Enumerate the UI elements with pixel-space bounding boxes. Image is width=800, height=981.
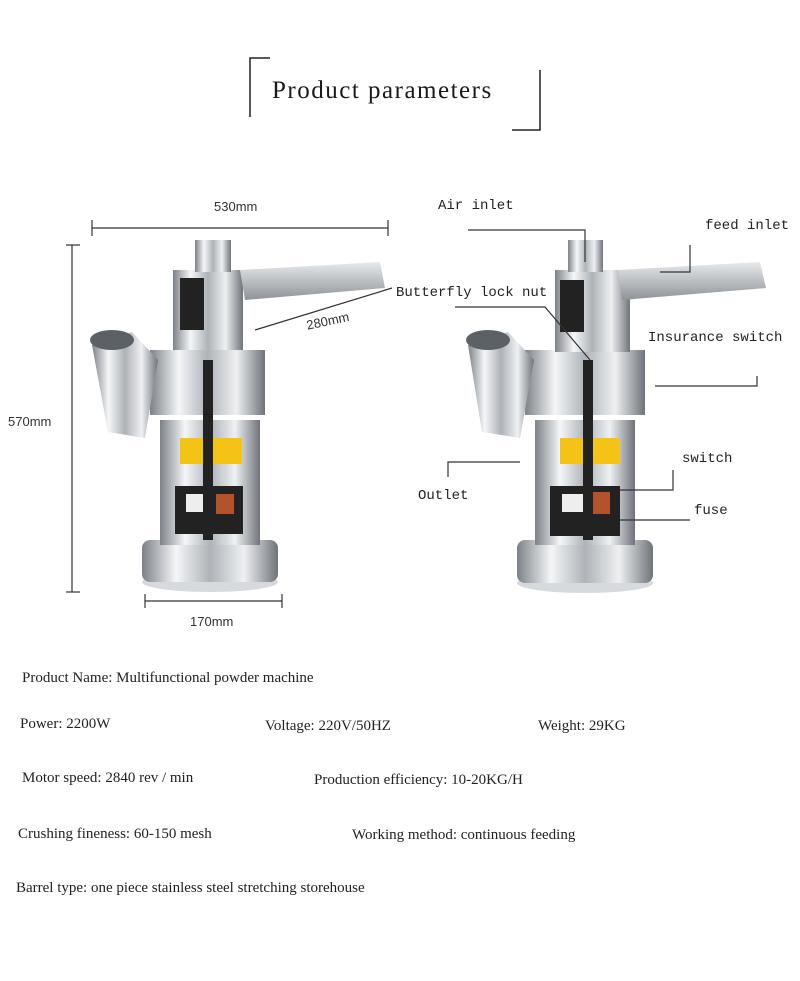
callout-outlet: Outlet: [418, 488, 469, 504]
width-dimension-line: [91, 220, 389, 236]
page-title: Product parameters: [272, 77, 493, 104]
spec-motor-speed: Motor speed: 2840 rev / min: [22, 770, 194, 786]
spec-power: Power: 2200W: [20, 716, 111, 732]
spec-fineness: Crushing fineness: 60-150 mesh: [18, 826, 212, 842]
callout-feed-inlet: feed inlet: [705, 218, 790, 234]
width-dimension-label: 530mm: [214, 199, 258, 214]
height-dimension-line: [66, 244, 80, 593]
base-dimension-label: 170mm: [190, 614, 234, 629]
callout-fuse: fuse: [694, 503, 728, 519]
callout-leaders: [447, 229, 758, 521]
base-dimension-line: [144, 594, 283, 608]
spec-barrel-type: Barrel type: one piece stainless steel s…: [16, 880, 365, 896]
callout-insurance-switch: Insurance switch: [648, 330, 783, 346]
spec-voltage: Voltage: 220V/50HZ: [265, 718, 391, 734]
chute-dimension-line: [254, 287, 393, 331]
spec-weight: Weight: 29KG: [538, 718, 626, 734]
spec-product-name: Product Name: Multifunctional powder mac…: [22, 670, 314, 686]
height-dimension-label: 570mm: [8, 414, 52, 429]
callout-butterfly-lock-nut: Butterfly lock nut: [396, 285, 548, 301]
spec-efficiency: Production efficiency: 10-20KG/H: [314, 772, 523, 788]
callout-air-inlet: Air inlet: [438, 198, 514, 214]
callout-switch: switch: [682, 451, 733, 467]
spec-working-method: Working method: continuous feeding: [352, 827, 576, 843]
machine-left: [90, 240, 385, 592]
